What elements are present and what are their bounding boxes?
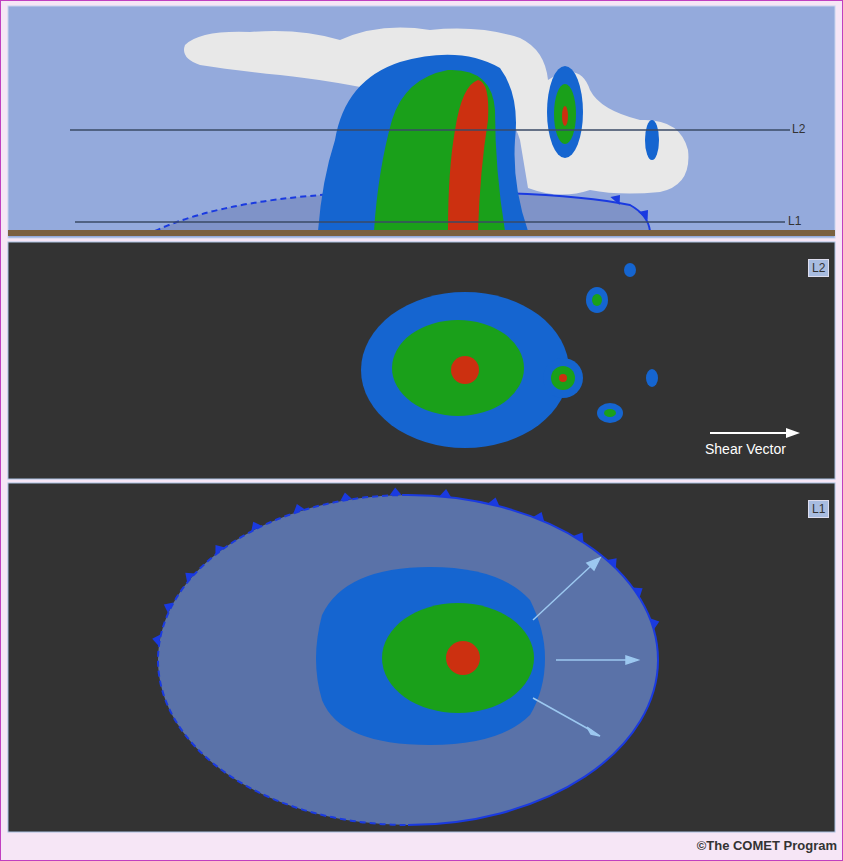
reflectivity-core: [446, 641, 480, 675]
reflectivity-core: [448, 80, 488, 231]
cold-front-barb: [533, 512, 544, 522]
new-cell: [586, 287, 608, 313]
reflectivity-middle: [374, 70, 505, 231]
new-cell: [547, 66, 583, 158]
reflectivity-middle: [382, 603, 534, 713]
reflectivity-middle: [392, 320, 524, 416]
cold-front-barb: [152, 634, 161, 646]
level-line: [70, 129, 790, 131]
cold-front-barb: [488, 497, 500, 506]
cold-front-barb: [607, 558, 617, 568]
copyright: ©The COMET Program: [697, 838, 837, 853]
reflectivity-core: [451, 356, 479, 384]
new-cell: [551, 366, 575, 390]
cold-front-barb: [390, 487, 402, 495]
cold-front-barb: [215, 545, 225, 555]
level-line: [75, 221, 785, 223]
panel-tag: L2: [808, 259, 829, 277]
low-level-panel: [8, 483, 835, 832]
new-cell: [604, 409, 616, 417]
new-cell: [592, 294, 602, 306]
reflectivity-outer: [318, 55, 528, 231]
new-cell: [624, 263, 636, 277]
vertical-section-panel: [8, 6, 835, 238]
cold-front-barb: [610, 195, 620, 205]
new-cell: [554, 84, 576, 144]
new-cell: [562, 106, 568, 126]
cold-front-barb: [439, 489, 451, 497]
new-cell: [646, 369, 658, 387]
level-label: L1: [788, 214, 801, 228]
new-cell: [543, 358, 583, 398]
cold-front-barb: [650, 618, 659, 629]
cold-front-barb: [294, 504, 306, 513]
new-cell: [597, 403, 623, 423]
cold-front-barb: [340, 492, 352, 501]
cold-front-barb: [573, 533, 583, 543]
panel-tag: L1: [808, 500, 829, 518]
shear-arrowhead: [786, 428, 800, 438]
outflow-arrows: [533, 558, 638, 736]
ground: [8, 230, 835, 236]
upper-level-panel: [8, 242, 835, 479]
shear-arrow: [710, 432, 792, 434]
reflectivity-outer: [361, 292, 569, 448]
vector-label: Shear Vector: [705, 441, 786, 457]
new-cell: [559, 374, 567, 382]
level-label: L2: [792, 122, 805, 136]
cold-front-barb: [185, 573, 195, 583]
cold-front-barb: [251, 522, 262, 532]
reflectivity-outer: [316, 567, 545, 745]
cold-pool: [158, 495, 658, 825]
cold-front-barb: [638, 210, 648, 220]
new-cell: [645, 120, 659, 160]
cold-front-barb: [633, 588, 643, 598]
cold-front-barb: [164, 603, 174, 614]
